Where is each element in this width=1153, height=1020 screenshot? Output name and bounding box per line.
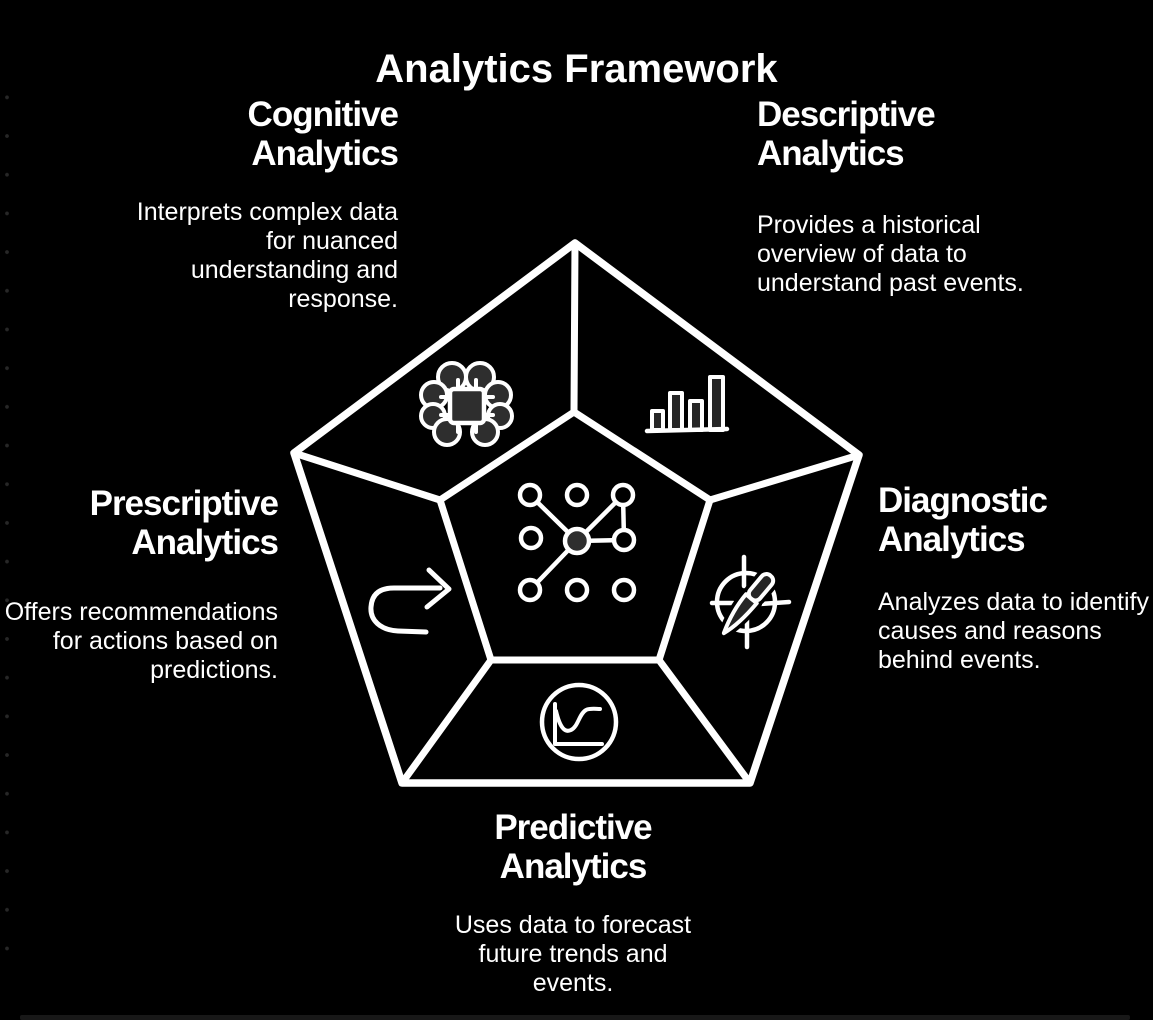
crosshair-scalpel-icon bbox=[709, 554, 792, 650]
section-predictive-analytics: Predictive Analytics Uses data to foreca… bbox=[455, 808, 691, 998]
trend-line-circle-icon bbox=[539, 682, 619, 762]
section-description: Provides a historical overview of data t… bbox=[757, 211, 1024, 297]
section-title: Diagnostic Analytics bbox=[878, 481, 1048, 559]
left-edge-artifacts bbox=[1, 72, 13, 962]
pentagon-dividers bbox=[290, 239, 863, 787]
section-title: Descriptive Analytics bbox=[757, 95, 936, 173]
section-prescriptive-analytics: Prescriptive Analytics Offers recommenda… bbox=[4, 484, 279, 685]
pentagon-outline bbox=[290, 239, 863, 787]
section-cognitive-analytics: Cognitive Analytics Interprets complex d… bbox=[136, 95, 399, 314]
bar-chart-icon bbox=[644, 375, 730, 434]
section-description: Offers recommendations for actions based… bbox=[4, 598, 278, 684]
page-title: Analytics Framework bbox=[375, 46, 778, 91]
brain-chip-icon bbox=[419, 361, 514, 447]
section-descriptive-analytics: Descriptive Analytics Provides a histori… bbox=[757, 95, 1024, 298]
section-title: Prescriptive Analytics bbox=[89, 484, 279, 562]
section-description: Analyzes data to identify causes and rea… bbox=[878, 588, 1149, 674]
section-title: Cognitive Analytics bbox=[247, 95, 399, 173]
u-turn-arrow-icon bbox=[368, 567, 452, 635]
section-description: Uses data to forecast future trends and … bbox=[454, 911, 692, 997]
section-diagnostic-analytics: Diagnostic Analytics Analyzes data to id… bbox=[878, 481, 1149, 675]
bottom-edge-artifact bbox=[20, 1015, 1130, 1020]
section-title: Predictive Analytics bbox=[494, 808, 652, 886]
network-nodes-icon bbox=[517, 482, 637, 603]
section-description: Interprets complex data for nuanced unde… bbox=[136, 198, 398, 313]
